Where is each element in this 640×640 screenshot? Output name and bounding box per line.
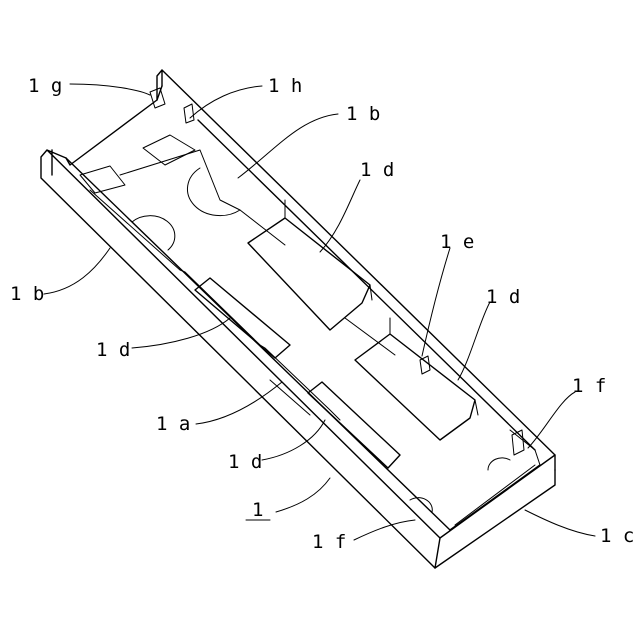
label-1f-bottom: 1 f	[312, 531, 346, 553]
far-side-wall	[157, 70, 555, 470]
label-1d-left: 1 d	[96, 339, 130, 361]
label-1b-top: 1 b	[346, 103, 380, 125]
floor-features	[90, 150, 395, 420]
left-end-wall	[66, 86, 162, 165]
label-1a: 1 a	[156, 413, 190, 435]
contact-plate-upper-1	[248, 200, 372, 330]
inner-floor-edge	[120, 150, 240, 210]
label-1e: 1 e	[440, 231, 474, 253]
tab-1e	[420, 356, 430, 374]
label-1c: 1 c	[600, 525, 634, 547]
floor-step-line	[90, 190, 340, 420]
label-1b-left: 1 b	[10, 283, 44, 305]
tab-1h	[184, 104, 194, 123]
reference-labels: 1 g 1 h 1 b 1 d 1 e 1 d 1 f 1 b 1 d 1 a …	[10, 75, 634, 553]
label-1f-right: 1 f	[572, 375, 606, 397]
contact-plate-lower-1	[195, 278, 290, 358]
label-1-main: 1	[252, 499, 263, 521]
label-1d-top: 1 d	[360, 159, 394, 181]
center-rib-line	[240, 210, 395, 415]
leader-lines	[44, 84, 595, 540]
small-plate-top	[143, 135, 195, 165]
label-1g: 1 g	[28, 75, 62, 97]
label-1h: 1 h	[268, 75, 302, 97]
label-1d-right: 1 d	[486, 286, 520, 308]
right-end-wall	[435, 455, 555, 568]
label-1d-bottom: 1 d	[228, 451, 262, 473]
spring-arcs	[132, 168, 510, 512]
tray-body	[41, 70, 555, 568]
terminal-tabs	[80, 88, 524, 455]
contact-plate-upper-2	[355, 318, 478, 440]
